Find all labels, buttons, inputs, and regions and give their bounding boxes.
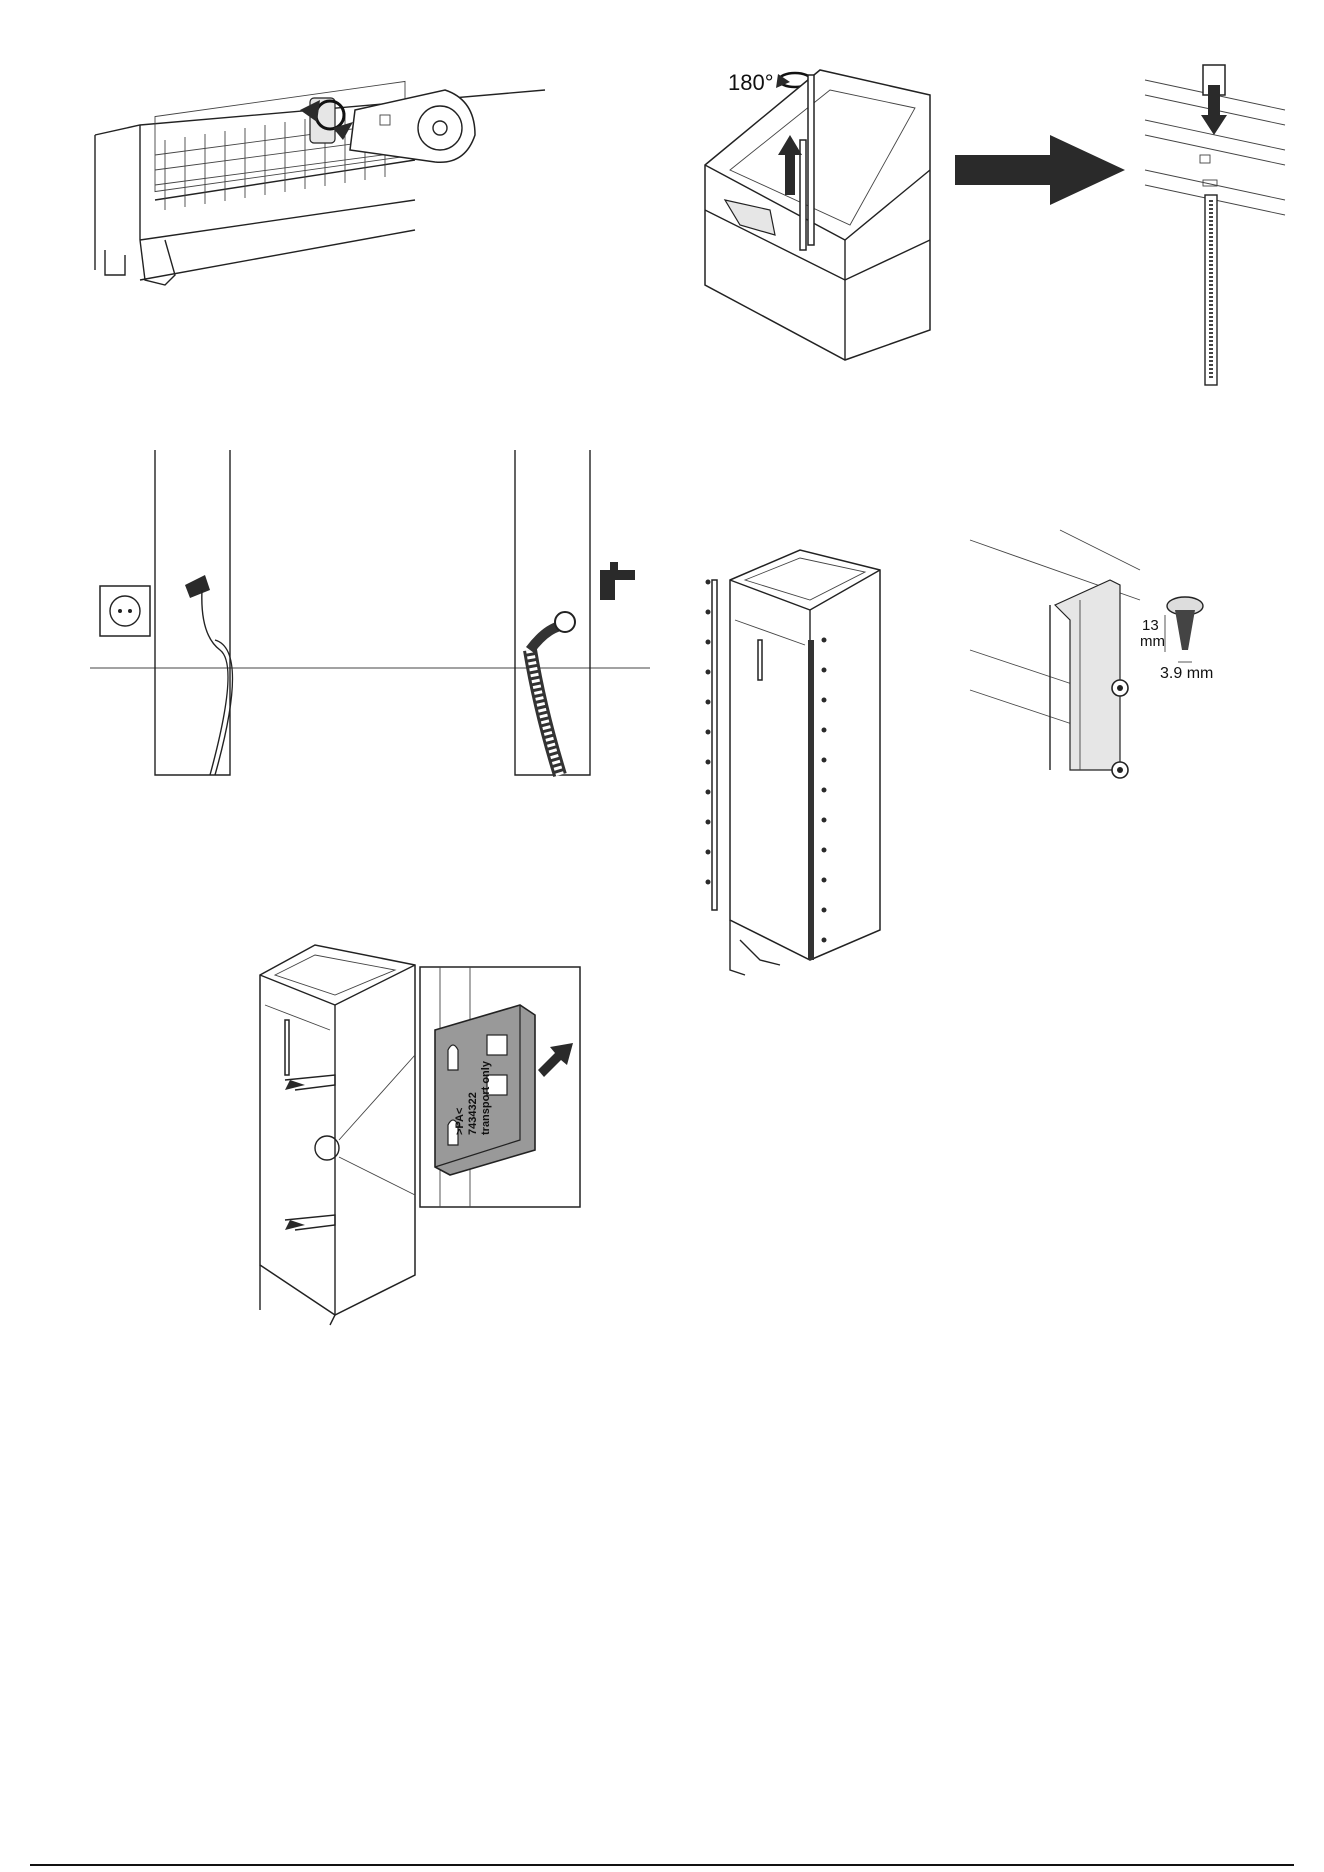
- figure-transport-brackets: >PA< 7434322 transport only: [255, 935, 585, 1325]
- rotation-angle-label: 180°: [728, 70, 774, 95]
- figure-connections: [90, 450, 650, 790]
- screw-dimension-icon: [1165, 597, 1203, 662]
- power-outlet-icon: [100, 586, 150, 636]
- footer-rule: [30, 1864, 1294, 1866]
- figure-trim-strips: [700, 540, 890, 980]
- power-cable: [185, 575, 233, 775]
- water-hose: [530, 612, 575, 775]
- screw-length-value: 13: [1142, 617, 1159, 634]
- direction-arrow-icon: [955, 135, 1125, 205]
- figure-rotate-rod: 180°: [700, 60, 940, 390]
- water-tap-icon: [600, 562, 635, 600]
- screw-diameter-label: 3.9 mm: [1160, 665, 1213, 682]
- door-rod: [808, 75, 814, 245]
- figure-water-filter: [95, 80, 545, 300]
- bracket-marking-1: >PA<: [454, 1108, 466, 1135]
- bracket-marking-3: transport only: [480, 1060, 492, 1135]
- figure-rod-insert: [1145, 60, 1285, 400]
- screw-length-unit: mm: [1140, 633, 1165, 650]
- transport-bracket: >PA< 7434322 transport only: [435, 1005, 535, 1175]
- bracket-marking-2: 7434322: [467, 1092, 479, 1135]
- figure-screw-detail: 13 mm 3.9 mm: [960, 530, 1220, 790]
